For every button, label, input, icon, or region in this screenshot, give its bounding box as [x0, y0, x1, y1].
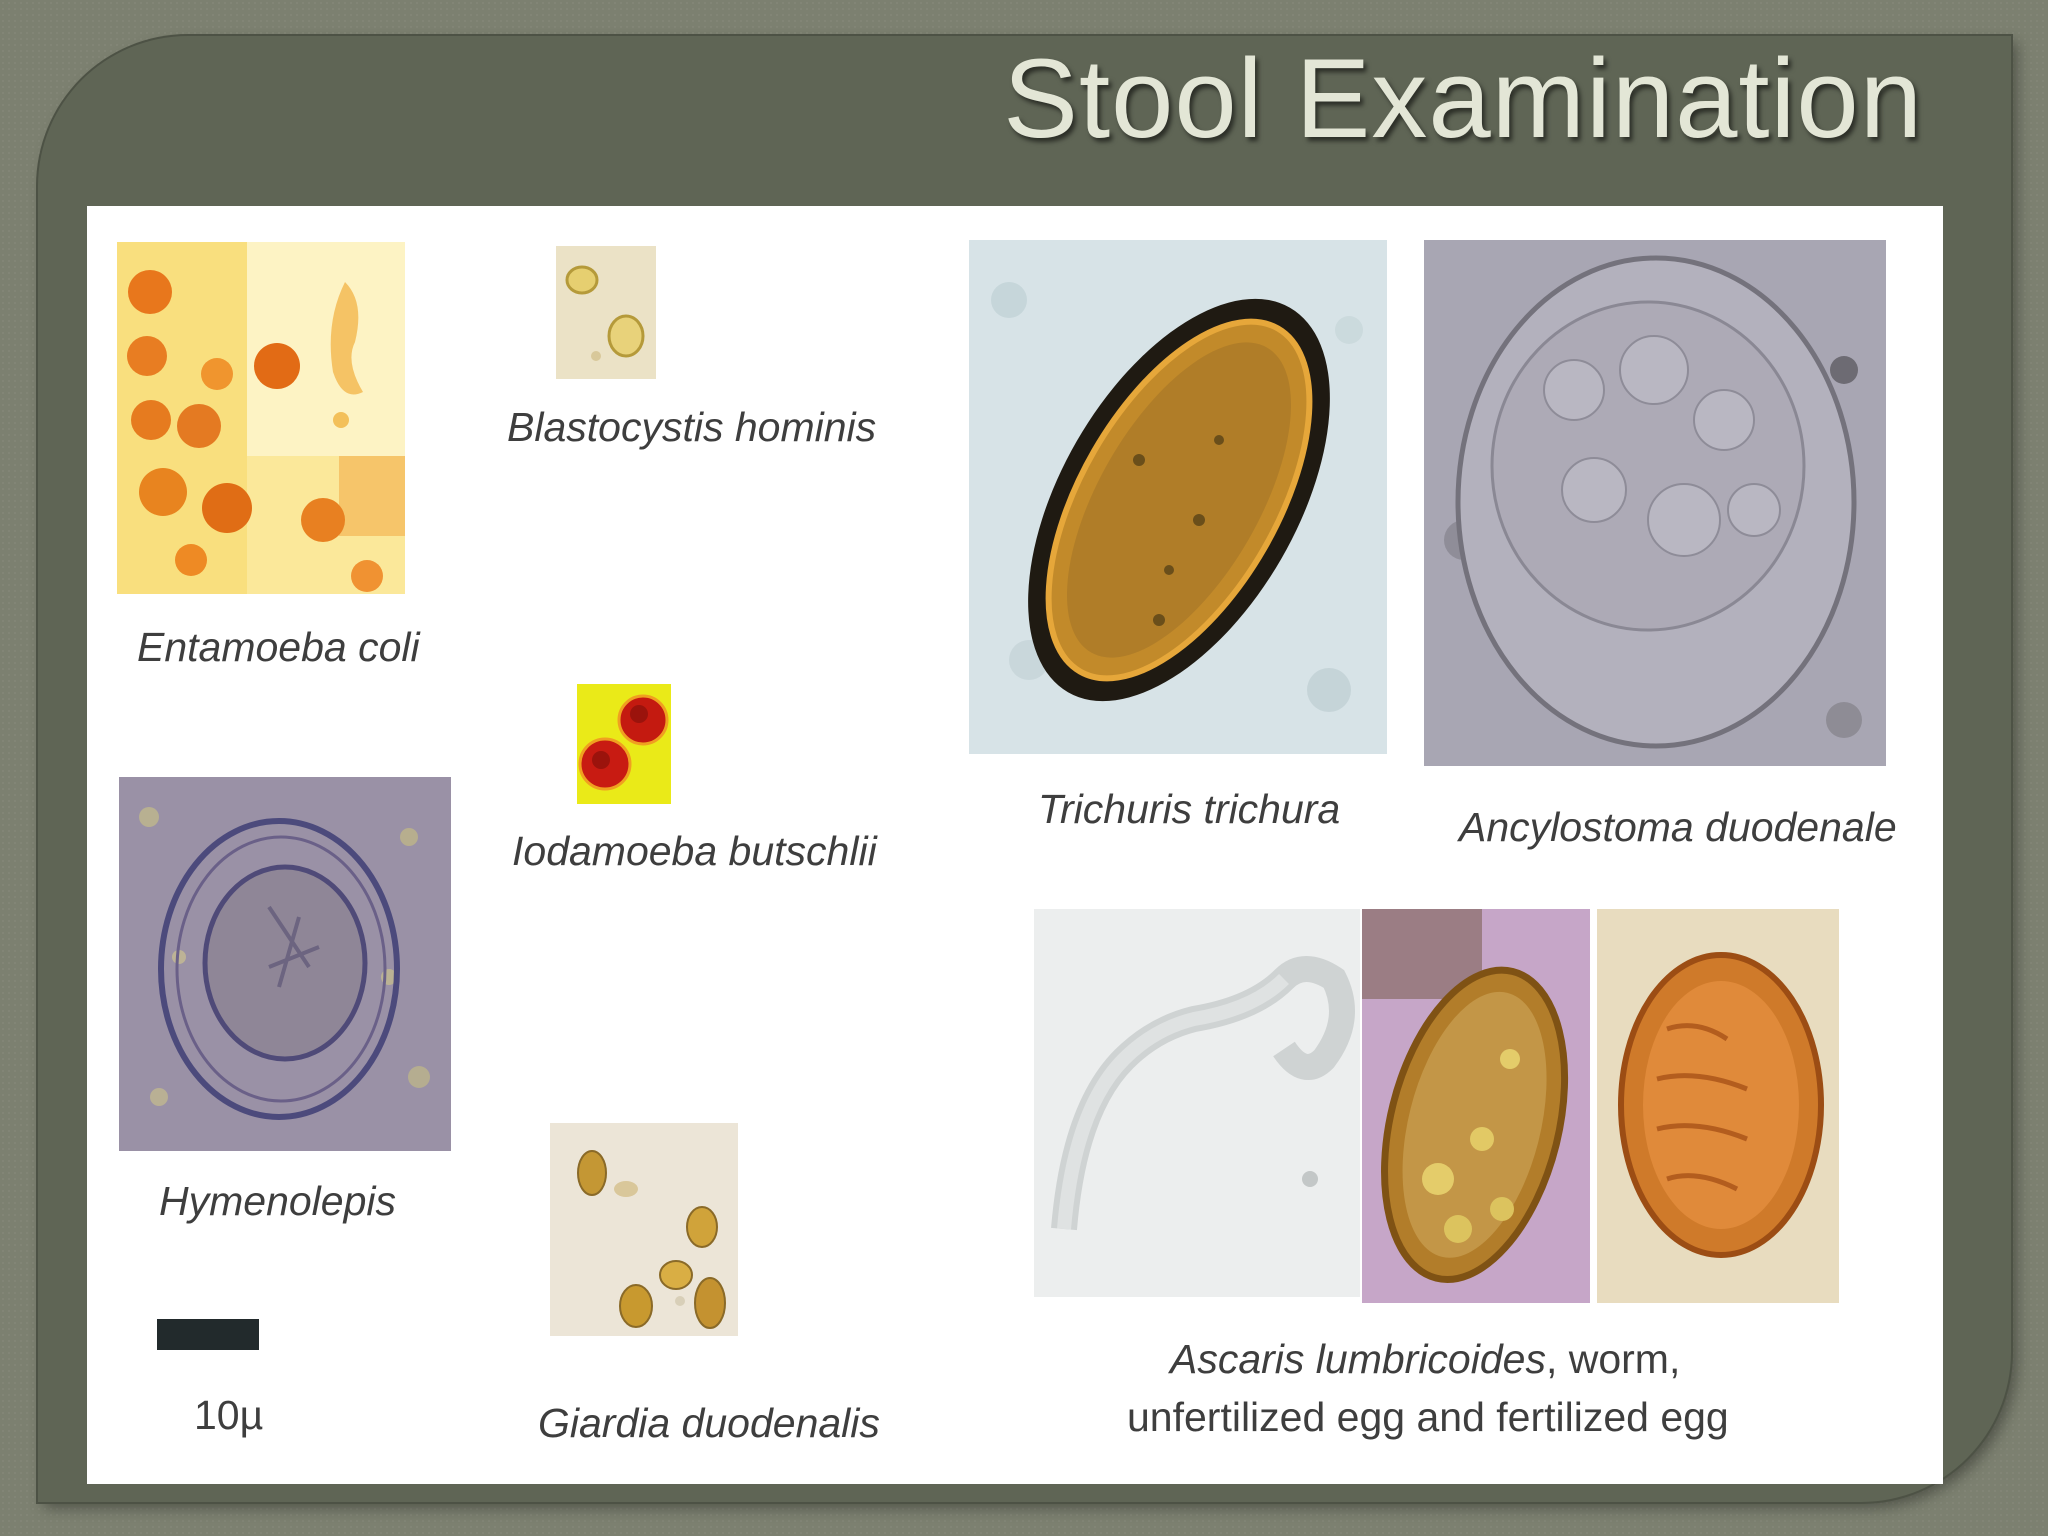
ascaris-caption-line1: Ascaris lumbricoides, worm,: [1170, 1336, 1680, 1383]
hymenolepis-caption: Hymenolepis: [159, 1178, 396, 1224]
blastocystis-hominis-image: [556, 246, 656, 379]
ascaris-worm-label: , worm,: [1545, 1336, 1681, 1382]
giardia-duodenalis-caption: Giardia duodenalis: [538, 1400, 880, 1446]
trichuris-trichura-caption: Trichuris trichura: [1038, 786, 1341, 832]
scale-bar-label: 10µ: [194, 1392, 264, 1438]
ancylostoma-duodenale-caption: Ancylostoma duodenale: [1459, 804, 1897, 850]
scale-bar: [157, 1319, 259, 1350]
ascaris-worm-image: [1034, 909, 1360, 1297]
ascaris-unfertilized-egg-image: [1362, 909, 1590, 1303]
slide-title: Stool Examination: [1003, 36, 1923, 161]
iodamoeba-butschlii-image: [577, 684, 671, 804]
blastocystis-hominis-caption: Blastocystis hominis: [507, 404, 877, 450]
entamoeba-coli-caption: Entamoeba coli: [137, 624, 420, 670]
trichuris-trichura-image: [969, 240, 1387, 754]
ancylostoma-duodenale-image: [1424, 240, 1886, 766]
giardia-duodenalis-image: [550, 1123, 738, 1336]
ascaris-fertilized-egg-image: [1597, 909, 1839, 1303]
ascaris-caption-line2: unfertilized egg and fertilized egg: [1127, 1394, 1729, 1440]
specimen-figure: Entamoeba coli Blastocystis hominis Ioda…: [87, 206, 1943, 1484]
ascaris-species-name: Ascaris lumbricoides: [1170, 1336, 1546, 1382]
entamoeba-coli-image: [117, 242, 405, 594]
hymenolepis-image: [119, 777, 451, 1151]
iodamoeba-butschlii-caption: Iodamoeba butschlii: [512, 828, 877, 874]
